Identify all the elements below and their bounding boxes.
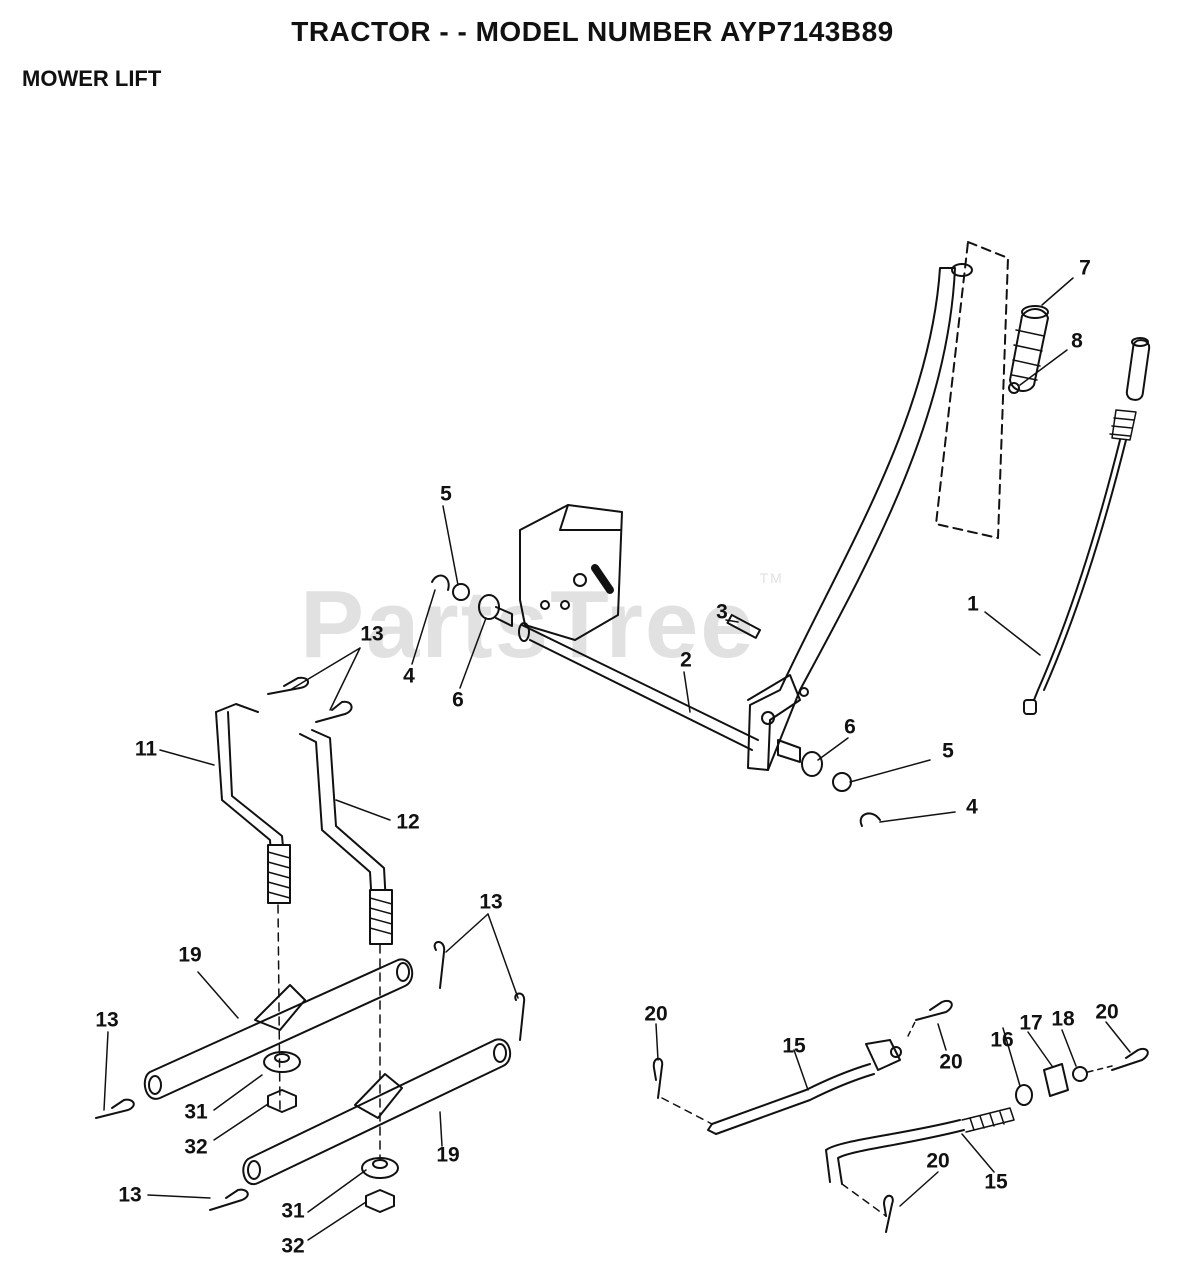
callout-20-right: 20	[1095, 1000, 1119, 1024]
callout-2: 2	[680, 648, 692, 672]
cotter-pins	[652, 1000, 1149, 1233]
callout-11: 11	[134, 737, 158, 761]
lift-link-right	[299, 729, 393, 945]
dashed-connector-2	[907, 1019, 917, 1037]
callout-19-lower: 19	[436, 1143, 460, 1167]
page-title: TRACTOR - - MODEL NUMBER AYP7143B89	[291, 16, 894, 47]
callout-8: 8	[1071, 329, 1083, 353]
callout-20-bottom: 20	[926, 1149, 950, 1173]
washer	[1015, 1084, 1033, 1106]
callout-32-upper: 32	[184, 1135, 208, 1159]
callout-1: 1	[967, 592, 979, 616]
ferrule-nut-lower	[361, 1157, 399, 1213]
alignment-line-left	[277, 904, 281, 1111]
lift-handle	[747, 263, 973, 771]
dashed-connector-3	[841, 1183, 887, 1217]
callout-18: 18	[1051, 1007, 1075, 1031]
mounting-bracket	[519, 504, 623, 641]
leader-lines	[103, 277, 1131, 1241]
callout-32-lower: 32	[281, 1234, 305, 1258]
callout-31-upper: 31	[184, 1100, 208, 1124]
trunnion	[1043, 1063, 1069, 1097]
callout-13-left: 13	[95, 1008, 119, 1032]
cross-shaft	[518, 622, 759, 751]
callout-6-left: 6	[452, 688, 464, 712]
callout-7: 7	[1079, 256, 1091, 280]
dashed-connector-4	[1087, 1065, 1113, 1073]
callout-13-upper: 13	[360, 622, 384, 646]
lift-link-left	[215, 703, 291, 904]
callout-5-right: 5	[942, 739, 954, 763]
phantom-grip-outline	[935, 241, 1009, 539]
left-bearing-set	[431, 574, 513, 627]
dashed-connector-1	[661, 1097, 713, 1125]
hairpin-clips-lower	[95, 941, 526, 1211]
ferrule-nut-upper	[263, 1051, 301, 1113]
lift-arm-upper	[143, 958, 414, 1100]
key	[726, 613, 762, 639]
callout-4-right: 4	[966, 795, 978, 819]
callout-15-lower: 15	[984, 1170, 1008, 1194]
hairpin-clips-upper	[267, 676, 353, 723]
callout-20-left: 20	[644, 1002, 668, 1026]
lift-arm-lower	[242, 1038, 512, 1186]
callout-15-upper: 15	[782, 1034, 806, 1058]
watermark-trademark: TM	[759, 570, 784, 586]
right-bearing-set	[777, 739, 881, 827]
callout-19-upper: 19	[178, 943, 202, 967]
callout-13-arm: 13	[479, 890, 503, 914]
push-cap	[1008, 382, 1020, 394]
callout-20-mid: 20	[939, 1050, 963, 1074]
callout-3: 3	[716, 600, 728, 624]
callout-4-left: 4	[403, 664, 415, 688]
callout-17: 17	[1019, 1011, 1043, 1035]
lift-cable	[1023, 337, 1151, 715]
handle-grip	[1009, 305, 1049, 392]
callout-13-bottom: 13	[118, 1183, 142, 1207]
callout-12: 12	[396, 810, 420, 834]
callout-16: 16	[990, 1028, 1014, 1052]
adjustment-nut	[1072, 1066, 1088, 1082]
callout-5-left: 5	[440, 482, 452, 506]
callout-6-right: 6	[844, 715, 856, 739]
callout-31-lower: 31	[281, 1199, 305, 1223]
section-title: MOWER LIFT	[22, 66, 162, 91]
adjustment-rod-upper	[707, 1039, 902, 1135]
adjustment-rod-lower	[825, 1107, 1015, 1185]
